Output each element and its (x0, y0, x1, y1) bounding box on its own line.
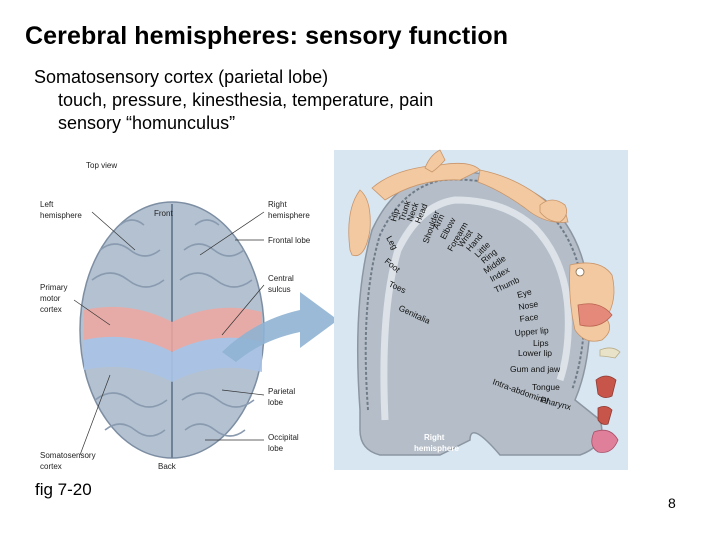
label-gum-jaw: Gum and jaw (510, 364, 561, 374)
label-right-hemisphere-panel-2: hemisphere (414, 444, 459, 453)
brain-top-view (79, 201, 265, 459)
page-number: 8 (668, 495, 676, 511)
gyrus-band (380, 196, 572, 421)
label-lips: Lips (533, 338, 549, 348)
leader-lines (73, 211, 265, 456)
label-nose: Nose (518, 299, 540, 312)
label-primary-motor-3: cortex (40, 305, 62, 314)
label-face: Face (519, 311, 539, 324)
homunculus-tongue (595, 375, 617, 398)
label-primary-motor-1: Primary (40, 283, 68, 292)
motor-cortex-strip (84, 306, 262, 352)
homunculus-panel: Hip Trunk Neck Head Shoulder Arm Elbow F… (334, 149, 628, 470)
homunculus-leg (348, 189, 371, 257)
label-occipital-2: lobe (268, 444, 284, 453)
homunculus-pharynx (597, 406, 613, 425)
bullet-sub-1: touch, pressure, kinesthesia, temperatur… (58, 90, 434, 110)
bullet-main: Somatosensory cortex (parietal lobe) (34, 67, 329, 87)
label-central-sulcus-2: sulcus (268, 285, 291, 294)
gyri-texture (91, 219, 255, 437)
label-central-sulcus-1: Central (268, 274, 294, 283)
label-somatosensory-2: cortex (40, 462, 62, 471)
label-tongue: Tongue (532, 382, 560, 392)
bullet-list: Somatosensory cortex (parietal lobe) tou… (34, 66, 433, 135)
label-eye: Eye (516, 286, 533, 300)
label-parietal-1: Parietal (268, 387, 295, 396)
label-frontal-lobe: Frontal lobe (268, 236, 311, 245)
curved-arrow (222, 292, 338, 362)
bullet-sub-2: sensory “homunculus” (58, 113, 236, 133)
somatosensory-strip (84, 336, 262, 382)
homunculus-trunk (371, 162, 481, 201)
label-primary-motor-2: motor (40, 294, 61, 303)
homunculus-lips (577, 303, 613, 327)
homunculus-eye (575, 267, 585, 277)
label-right-hemisphere-panel-1: Right (424, 433, 445, 442)
label-left-hemisphere-1: Left (40, 200, 54, 209)
label-occipital-1: Occipital (268, 433, 299, 442)
homunculus-jaw (599, 347, 621, 359)
label-right-hemisphere-1: Right (268, 200, 287, 209)
slide-title: Cerebral hemispheres: sensory function (25, 22, 509, 50)
label-left-hemisphere-2: hemisphere (40, 211, 82, 220)
label-lower-lip: Lower lip (518, 348, 552, 358)
label-upper-lip: Upper lip (514, 325, 549, 338)
label-front: Front (154, 209, 173, 218)
homunculus-head (424, 149, 446, 173)
label-back: Back (158, 462, 177, 471)
homunculus-hand (539, 199, 568, 223)
homunculus-abdominal (591, 429, 619, 453)
label-right-hemisphere-2: hemisphere (268, 211, 310, 220)
label-parietal-2: lobe (268, 398, 284, 407)
figure-caption: fig 7-20 (35, 480, 92, 499)
label-hip: Hip (388, 207, 401, 222)
homunculus-face (569, 262, 615, 342)
label-top-view: Top view (86, 161, 117, 170)
label-somatosensory-1: Somatosensory (40, 451, 96, 460)
